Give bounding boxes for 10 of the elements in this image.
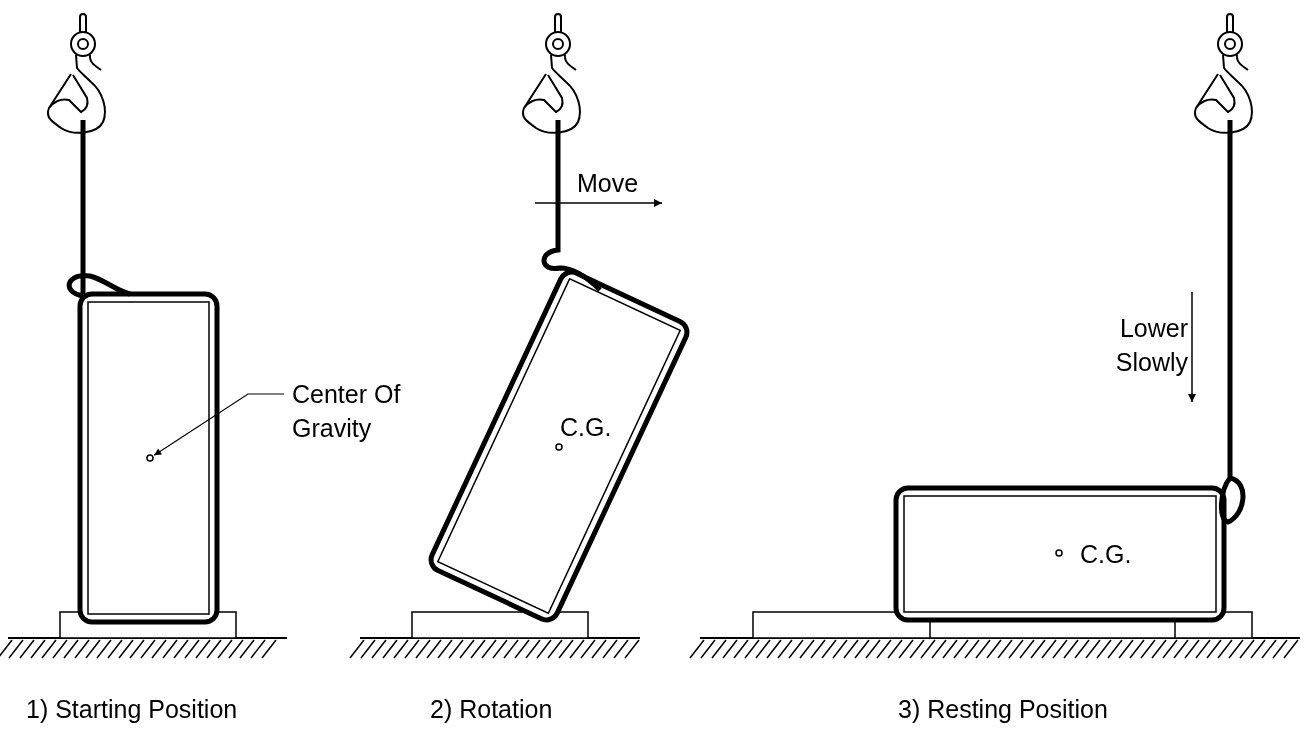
center-of-gravity-dot (146, 454, 154, 462)
step-caption: 2) Rotation (430, 694, 553, 725)
leader-line (153, 393, 285, 456)
callout-text: Center Of Gravity (292, 377, 432, 445)
cg-label: C.G. (1080, 539, 1132, 570)
step-caption: 3) Resting Position (898, 694, 1108, 725)
direction-label: Move (577, 168, 639, 199)
direction-label: Lower Slowly (1114, 313, 1188, 378)
cg-label: C.G. (560, 412, 612, 443)
step-caption: 1) Starting Position (26, 694, 238, 725)
